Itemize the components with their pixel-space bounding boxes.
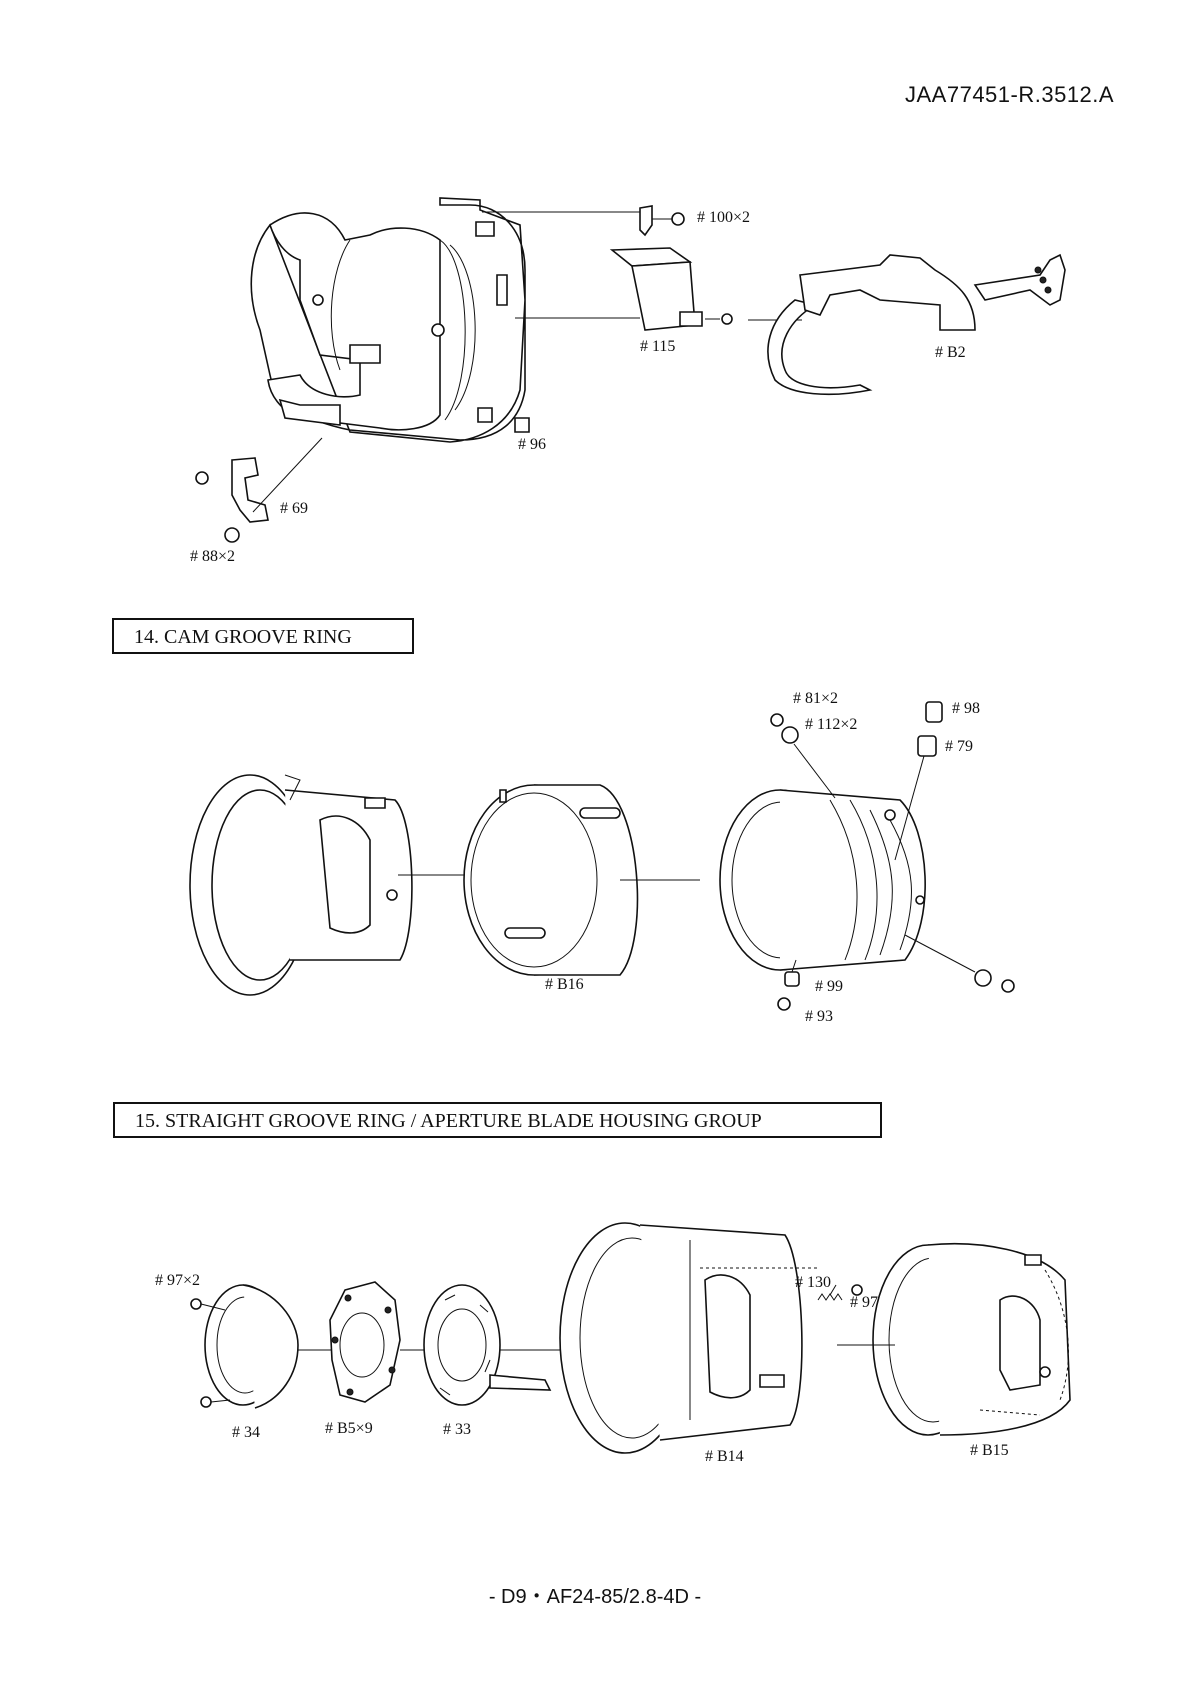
label-part-B16: # B16 bbox=[545, 976, 584, 994]
label-part-B5: # B5×9 bbox=[325, 1420, 373, 1438]
label-part-79: # 79 bbox=[945, 738, 973, 756]
flex-ring-B2 bbox=[768, 255, 1065, 394]
aperture-blades-B5 bbox=[330, 1282, 430, 1402]
label-part-69: # 69 bbox=[280, 500, 308, 518]
label-part-115: # 115 bbox=[640, 338, 675, 356]
cam-ring bbox=[720, 790, 925, 970]
page-footer: - D9・AF24-85/2.8-4D - bbox=[0, 1580, 1190, 1609]
label-part-33: # 33 bbox=[443, 1421, 471, 1439]
label-part-100: # 100×2 bbox=[697, 209, 750, 227]
label-part-99: # 99 bbox=[815, 978, 843, 996]
label-part-96: # 96 bbox=[518, 436, 546, 454]
label-part-97x2: # 97×2 bbox=[155, 1272, 200, 1290]
label-part-34: # 34 bbox=[232, 1424, 260, 1442]
label-part-98: # 98 bbox=[952, 700, 980, 718]
housing-B15 bbox=[837, 1244, 1070, 1435]
label-part-88: # 88×2 bbox=[190, 548, 235, 566]
label-part-97: # 97 bbox=[850, 1294, 878, 1312]
screw-96 bbox=[515, 418, 529, 432]
contact-69 bbox=[196, 438, 322, 542]
roller-right bbox=[905, 935, 1014, 992]
label-part-130: # 130 bbox=[795, 1274, 831, 1292]
straight-groove-ring-B14 bbox=[560, 1223, 820, 1453]
label-part-81: # 81×2 bbox=[793, 690, 838, 708]
label-part-93: # 93 bbox=[805, 1008, 833, 1026]
label-part-B14: # B14 bbox=[705, 1448, 744, 1466]
section-title-14: 14. CAM GROOVE RING bbox=[112, 618, 414, 654]
label-part-B15: # B15 bbox=[970, 1442, 1009, 1460]
label-part-112: # 112×2 bbox=[805, 716, 857, 734]
lens-mount-34 bbox=[191, 1285, 335, 1408]
cam-groove-ring-left-barrel bbox=[190, 775, 478, 995]
ring-B16 bbox=[464, 785, 700, 975]
screw-100 bbox=[640, 206, 684, 235]
main-barrel-housing bbox=[251, 198, 525, 442]
section-title-15: 15. STRAIGHT GROOVE RING / APERTURE BLAD… bbox=[113, 1102, 882, 1138]
label-part-B2: # B2 bbox=[935, 344, 966, 362]
